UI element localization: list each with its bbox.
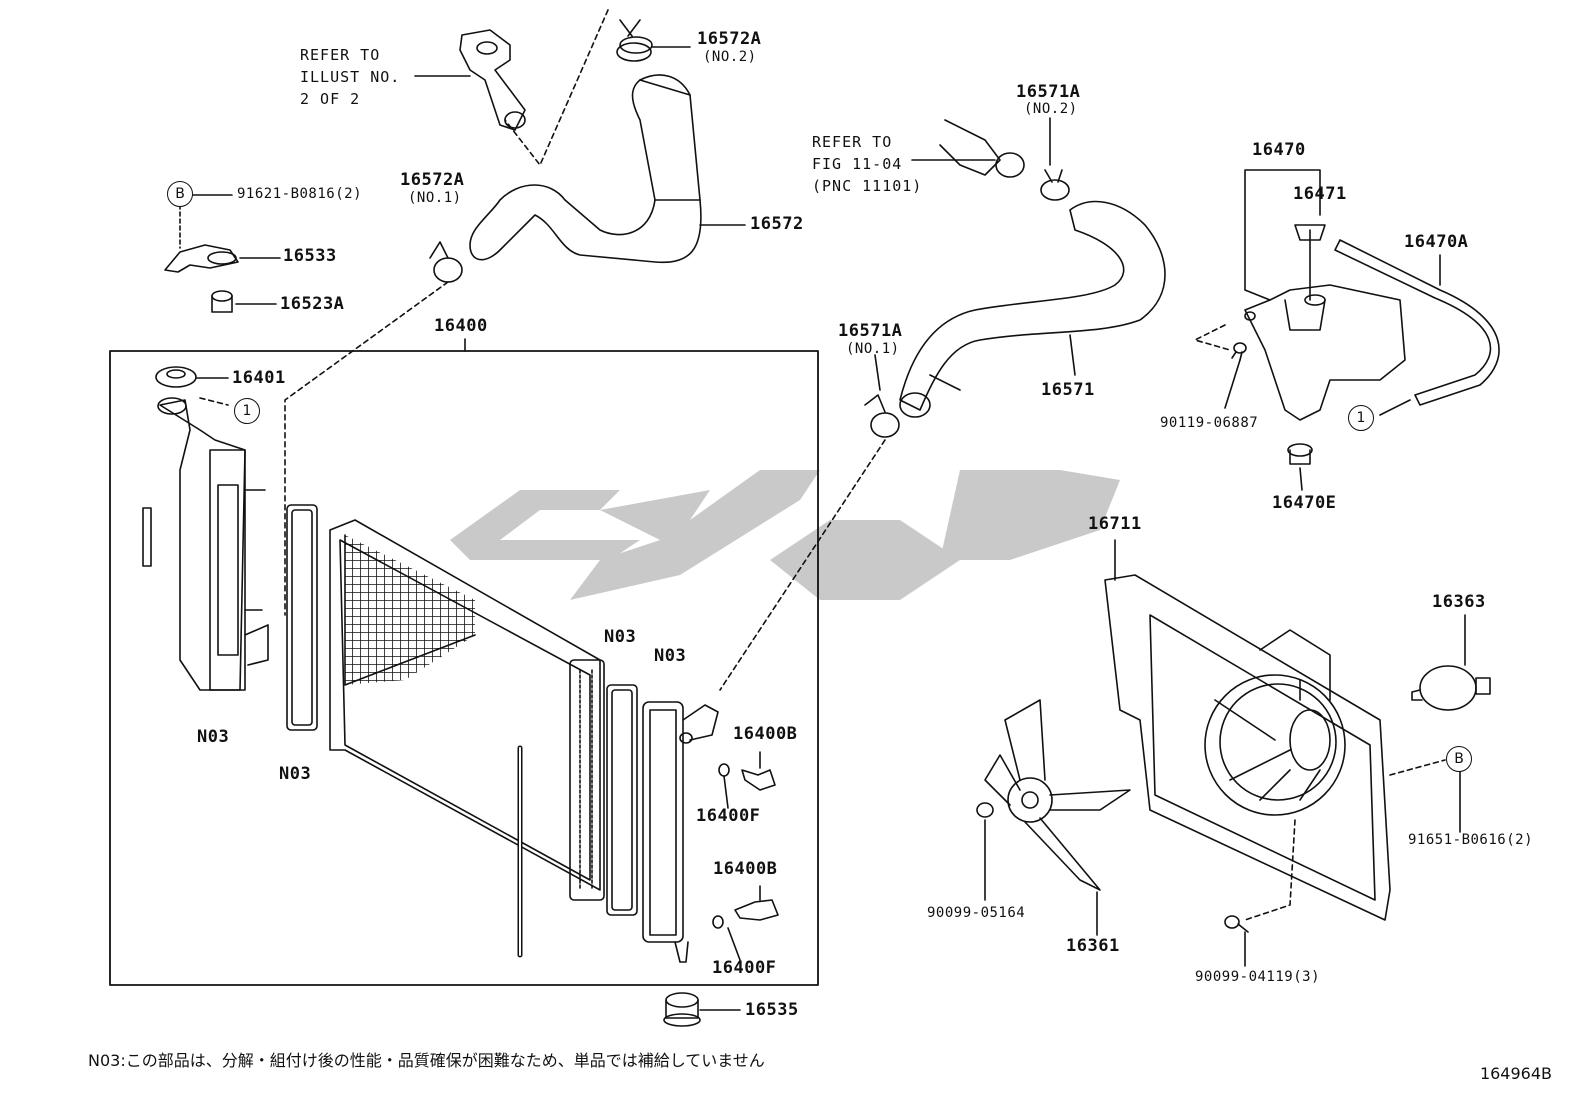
label-16572A-top-sub: (NO.2) bbox=[703, 49, 757, 65]
overflow-hose bbox=[1334, 239, 1500, 406]
label-16571A-top-sub: (NO.2) bbox=[1024, 101, 1078, 117]
label-16361: 16361 bbox=[1066, 936, 1120, 956]
label-16572A-top: 16572A bbox=[697, 29, 762, 49]
label-n03-gasket-right: N03 bbox=[604, 627, 637, 647]
label-16571A-top: 16571A bbox=[1016, 82, 1081, 102]
label-91621: 91621-B0816(2) bbox=[237, 186, 363, 202]
lower-radiator-hose bbox=[899, 200, 1166, 418]
label-91651: 91651-B0616(2) bbox=[1408, 832, 1534, 848]
callout-b-left: B bbox=[167, 181, 193, 207]
refer-illust-note: REFER TO ILLUST NO. 2 OF 2 bbox=[300, 46, 401, 108]
gasket-right bbox=[606, 684, 638, 916]
label-16571: 16571 bbox=[1041, 380, 1095, 400]
water-inlet-pipe bbox=[939, 119, 1025, 178]
callout-1-left: 1 bbox=[234, 398, 260, 424]
watermark-logo bbox=[450, 470, 1120, 600]
label-n03-gasket-left: N03 bbox=[279, 764, 312, 784]
nut-icon bbox=[976, 802, 994, 818]
right-tank bbox=[642, 701, 719, 963]
label-16401: 16401 bbox=[232, 368, 286, 388]
label-16471: 16471 bbox=[1293, 184, 1347, 204]
hose-clamp-top bbox=[616, 19, 653, 62]
label-n03-left-tank: N03 bbox=[197, 727, 230, 747]
reservoir-cap-icon bbox=[1287, 443, 1313, 465]
drain-cock-upper bbox=[718, 763, 776, 791]
fan-motor-icon bbox=[1411, 665, 1491, 711]
label-16533: 16533 bbox=[283, 246, 337, 266]
label-16572A-left-sub: (NO.1) bbox=[408, 190, 462, 206]
radiator-cap-icon bbox=[155, 366, 197, 388]
label-16400: 16400 bbox=[434, 316, 488, 336]
coolant-reservoir bbox=[1244, 224, 1406, 421]
upper-radiator-hose bbox=[469, 74, 702, 264]
hose-clamp-left bbox=[429, 241, 463, 283]
label-90099-05164: 90099-05164 bbox=[927, 905, 1026, 921]
fan-shroud bbox=[1104, 574, 1391, 921]
footnote-n03: N03:この部品は、分解・組付け後の性能・品質確保が困難なため、単品では補給して… bbox=[88, 1051, 765, 1070]
label-16535: 16535 bbox=[745, 1000, 799, 1020]
label-16572A-left: 16572A bbox=[400, 170, 465, 190]
radiator-core bbox=[329, 519, 605, 958]
label-16400F-upper: 16400F bbox=[696, 806, 761, 826]
radiator-assembly-frame bbox=[109, 350, 819, 986]
grommet-16523A bbox=[211, 290, 233, 313]
label-16400F-lower: 16400F bbox=[712, 958, 777, 978]
label-16363: 16363 bbox=[1432, 592, 1486, 612]
bracket-16533 bbox=[164, 244, 239, 273]
diagram-code: 164964B bbox=[1479, 1064, 1552, 1083]
hose-clamp-no2 bbox=[1040, 169, 1070, 201]
bolt-90099-icon bbox=[1224, 915, 1249, 933]
drain-cock-lower bbox=[712, 899, 779, 929]
bolt-90119-icon bbox=[1231, 342, 1247, 361]
label-16711: 16711 bbox=[1088, 514, 1142, 534]
label-16571A-low: 16571A bbox=[838, 321, 903, 341]
label-16523A: 16523A bbox=[280, 294, 345, 314]
hose-clamp-no1 bbox=[864, 394, 900, 438]
callout-b-right: B bbox=[1446, 746, 1472, 772]
label-16572: 16572 bbox=[750, 214, 804, 234]
label-16400B-lower: 16400B bbox=[713, 859, 778, 879]
label-16470: 16470 bbox=[1252, 140, 1306, 160]
gasket-left bbox=[286, 504, 318, 731]
label-90119: 90119-06887 bbox=[1160, 415, 1259, 431]
drain-plug-icon bbox=[663, 992, 701, 1027]
thermostat-housing bbox=[459, 29, 526, 131]
label-16470A: 16470A bbox=[1404, 232, 1469, 252]
label-90099-04119: 90099-04119(3) bbox=[1195, 969, 1321, 985]
left-tank bbox=[142, 397, 269, 691]
refer-fig-note: REFER TO FIG 11-04 (PNC 11101) bbox=[812, 133, 923, 195]
label-16571A-low-sub: (NO.1) bbox=[846, 341, 900, 357]
label-16400B-upper: 16400B bbox=[733, 724, 798, 744]
label-n03-right-tank: N03 bbox=[654, 646, 687, 666]
label-16470E: 16470E bbox=[1272, 493, 1337, 513]
callout-1-right: 1 bbox=[1348, 405, 1374, 431]
fan-blade bbox=[984, 699, 1131, 891]
